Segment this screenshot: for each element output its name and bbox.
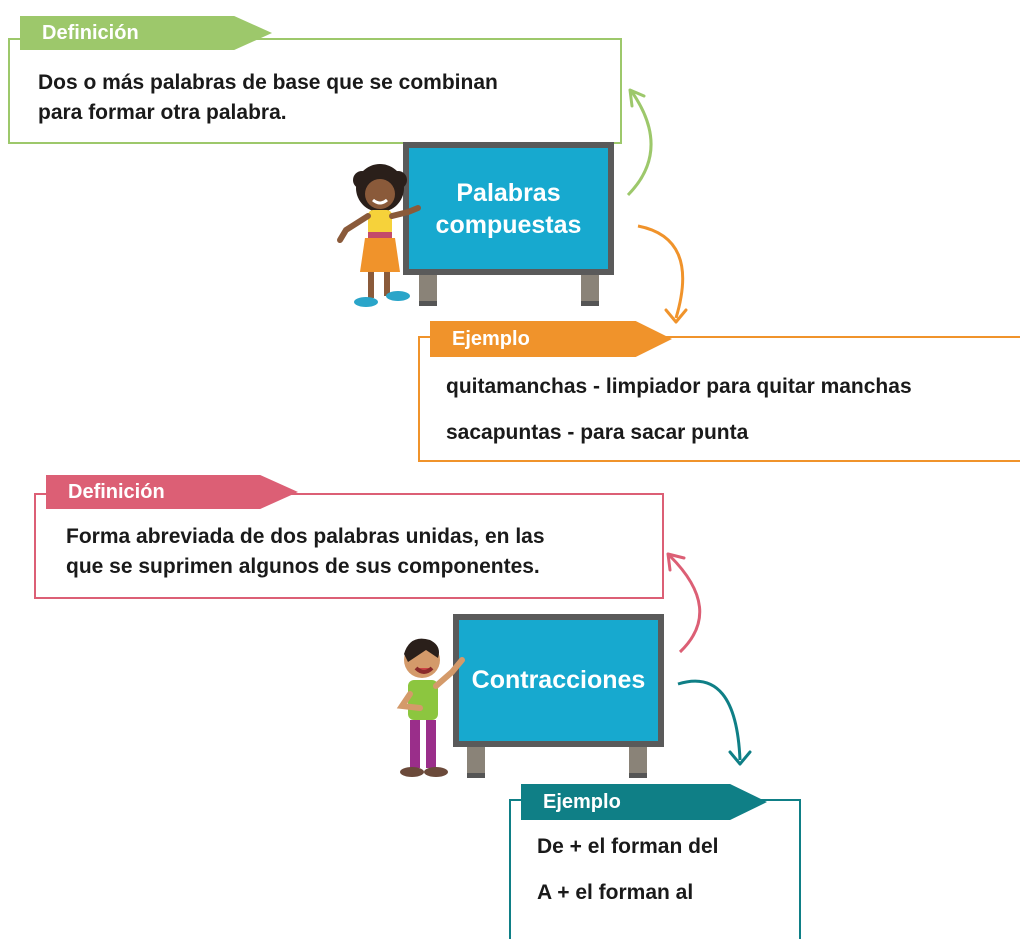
definition-tag-contraction: Definición xyxy=(46,475,298,509)
board-compound-line2: compuestas xyxy=(435,210,582,239)
arrow-to-definition-contraction xyxy=(666,552,702,654)
board-contractions: Contracciones xyxy=(453,614,664,747)
definition-text-compound-line1: Dos o más palabras de base que se combin… xyxy=(38,71,498,94)
example-box-contraction xyxy=(509,799,801,939)
board-compound-line1: Palabras xyxy=(456,178,561,207)
definition-text-compound-line2: para formar otra palabra. xyxy=(38,101,287,124)
definition-text-contraction-line1: Forma abreviada de dos palabras unidas, … xyxy=(66,525,545,548)
example-text-compound-line1: quitamanchas - limpiador para quitar man… xyxy=(446,375,912,398)
board-leg-right xyxy=(629,747,647,778)
example-text-contraction-line1: De + el forman del xyxy=(537,835,719,858)
definition-tag-compound: Definición xyxy=(20,16,272,50)
definition-box-compound xyxy=(8,38,622,144)
example-tag-compound: Ejemplo xyxy=(430,321,672,357)
arrow-to-example-compound xyxy=(637,224,688,324)
board-leg-left xyxy=(467,747,485,778)
board-compound-words: Palabras compuestas xyxy=(403,142,614,275)
example-text-contraction-line2: A + el forman al xyxy=(537,881,694,904)
boy-character-illustration xyxy=(396,638,465,777)
girl-character-illustration xyxy=(337,164,421,307)
example-box-compound xyxy=(418,336,1020,462)
arrow-to-definition-compound xyxy=(626,88,653,197)
definition-text-contraction-line2: que se suprimen algunos de sus component… xyxy=(66,555,540,578)
board-contractions-label: Contracciones xyxy=(471,666,646,694)
example-tag-contraction: Ejemplo xyxy=(521,784,767,820)
example-text-compound-line2: sacapuntas - para sacar punta xyxy=(446,421,749,444)
board-leg-right xyxy=(581,275,599,306)
board-leg-left xyxy=(419,275,437,306)
definition-box-contraction xyxy=(34,493,664,599)
arrow-to-example-contraction xyxy=(677,679,752,766)
